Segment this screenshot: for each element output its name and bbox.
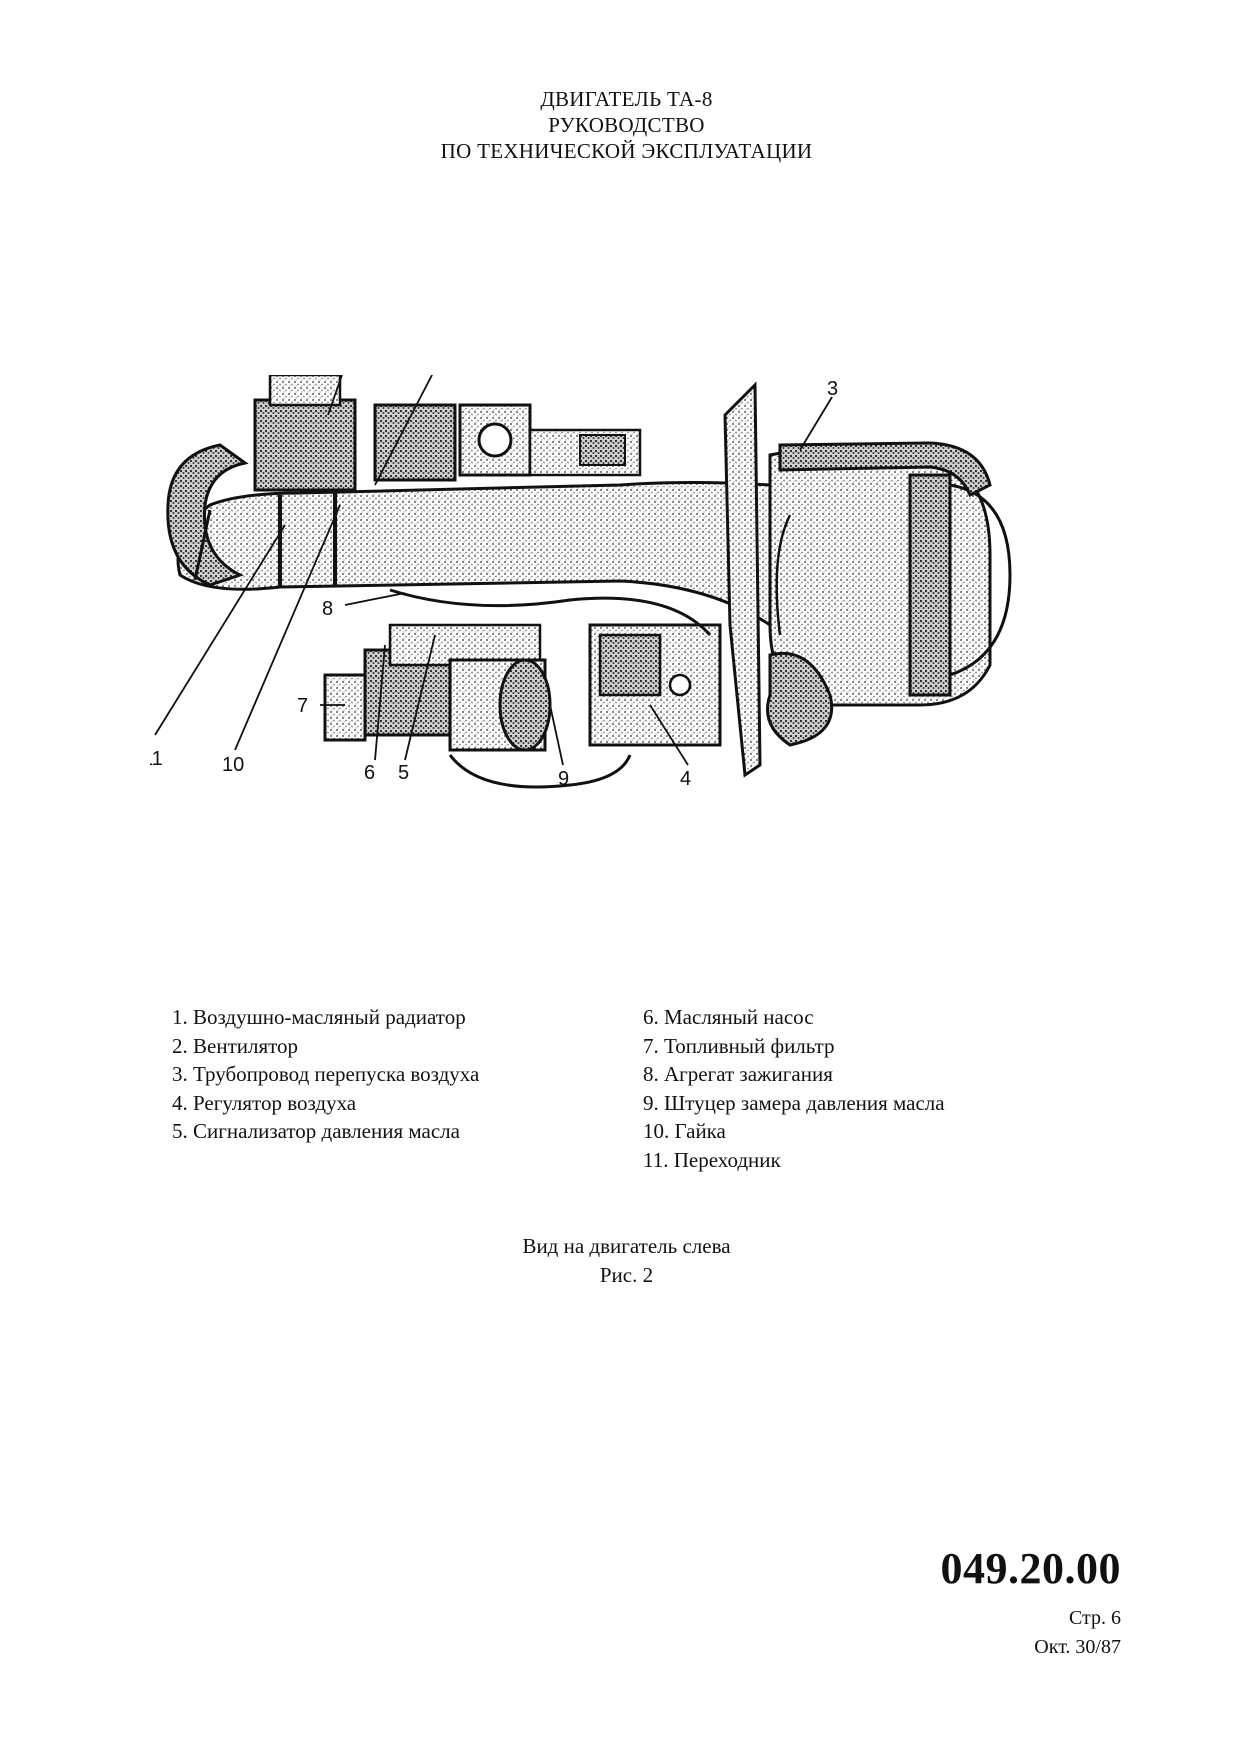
legend-item: 1. Воздушно-масляный радиатор	[172, 1005, 466, 1029]
air-duct	[176, 481, 772, 628]
figure-caption: Вид на двигатель слева Рис. 2	[0, 1232, 1253, 1290]
callout-1: 1	[342, 375, 353, 378]
legend-item: 5. Сигнализатор давления масла	[172, 1119, 460, 1143]
legend-item: 6. Масляный насос	[643, 1005, 814, 1029]
legend-item: 9. Штуцер замера давления масла	[643, 1090, 945, 1115]
fuel-filter	[323, 673, 367, 742]
header-manual-title: РУКОВОДСТВО	[548, 113, 705, 137]
callout-7: 7	[297, 695, 308, 717]
page-number: Стр. 6	[1068, 1607, 1121, 1629]
callout-4: 4	[680, 768, 691, 790]
legend-item: 10. Гайка	[643, 1119, 726, 1143]
header-engine-title: ДВИГАТЕЛЬ ТА-8	[540, 87, 713, 111]
legend-item: 3. Трубопровод перепуска воздуха	[172, 1062, 480, 1086]
legend-left-column: 1. Воздушно-масляный радиатор 2. Вентиля…	[172, 1003, 479, 1146]
engine-illustration: 1 2 3 4 5 6 7 8 9 10 11	[150, 375, 1130, 895]
fan	[373, 403, 457, 482]
header-manual-subtitle: ПО ТЕХНИЧЕСКОЙ ЭКСПЛУАТАЦИИ	[440, 139, 813, 163]
legend-right-column: 6. Масляный насос 7. Топливный фильтр 8.…	[643, 1003, 945, 1174]
callout-10: 10	[222, 754, 244, 776]
exhaust-elbow	[766, 651, 834, 747]
callout-11: 11	[150, 748, 163, 770]
engine-drawing: 1 2 3 4 5 6 7 8 9 10 11	[150, 375, 1012, 790]
revision-date: Окт. 30/87	[1034, 1636, 1121, 1658]
document-number: 049.20.00	[940, 1544, 1121, 1593]
oil-radiator	[253, 398, 357, 492]
legend-item: 8. Агрегат зажигания	[643, 1062, 833, 1086]
callout-8: 8	[322, 598, 333, 620]
legend-item: 11. Переходник	[643, 1147, 781, 1172]
callout-5: 5	[398, 762, 409, 784]
legend-item: 7. Топливный фильтр	[643, 1033, 835, 1058]
legend-item: 4. Регулятор воздуха	[172, 1090, 357, 1115]
bypass-air-pipe	[778, 441, 992, 498]
page-info: Стр. 6 Окт. 30/87	[1034, 1604, 1121, 1662]
document-header: ДВИГАТЕЛЬ ТА-8 РУКОВОДСТВО ПО ТЕХНИЧЕСКО…	[0, 86, 1253, 164]
callout-9: 9	[558, 768, 569, 790]
callout-6: 6	[364, 762, 375, 784]
left-elbow-pipe	[166, 443, 249, 587]
figure-title: Вид на двигатель слева	[522, 1234, 731, 1258]
legend-item: 2. Вентилятор	[172, 1033, 299, 1058]
callout-3: 3	[827, 378, 838, 400]
mounting-flange	[723, 381, 762, 778]
figure-label: Рис. 2	[599, 1263, 654, 1287]
